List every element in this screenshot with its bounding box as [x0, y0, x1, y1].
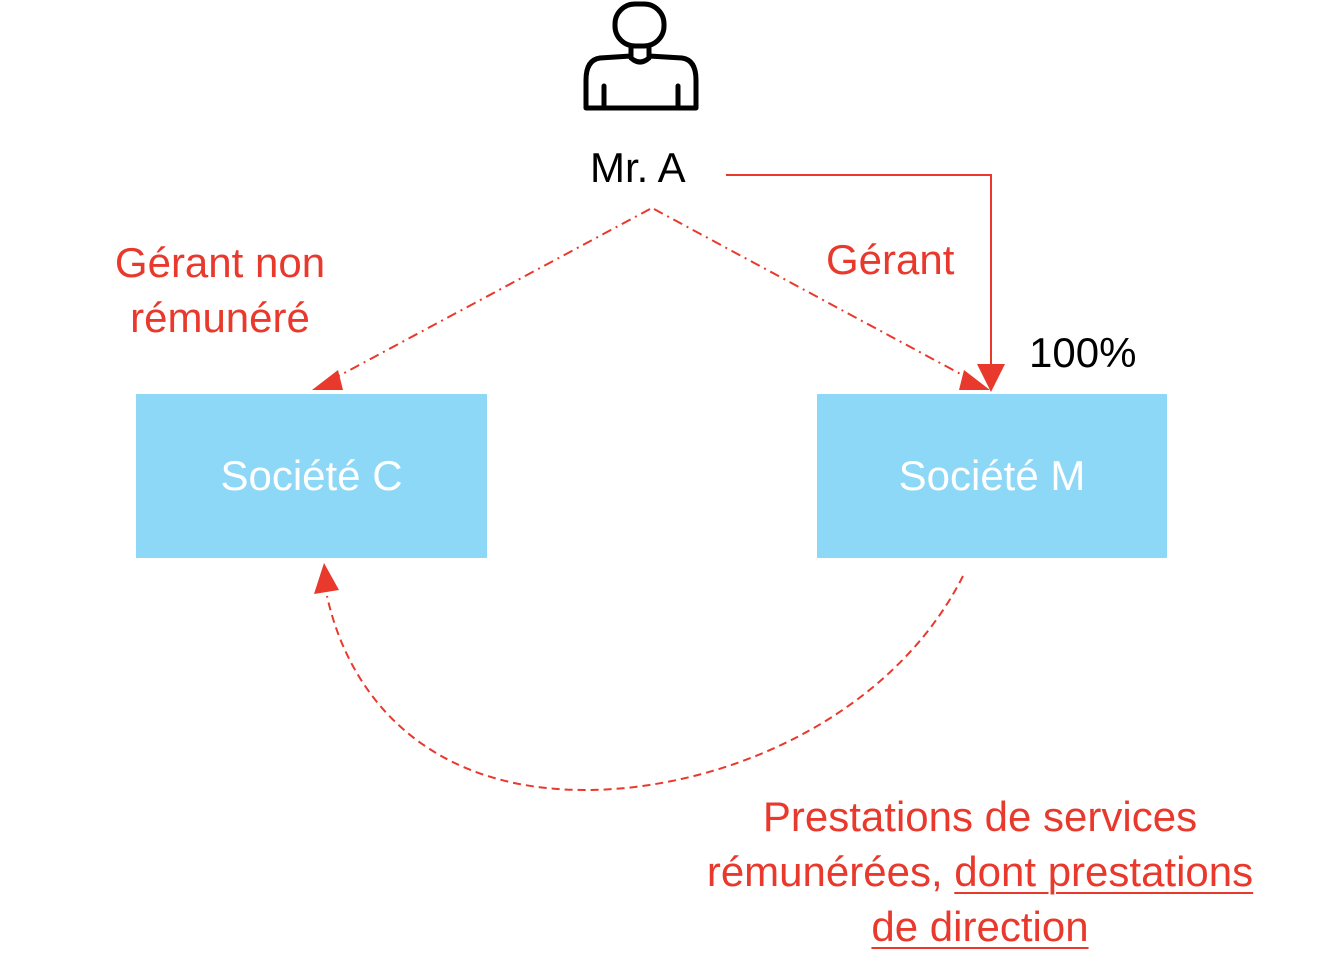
- manager-m-line: [653, 208, 969, 379]
- services-label: Prestations de services rémunérées, dont…: [670, 789, 1290, 954]
- services-label-line1: Prestations de services: [762, 793, 1198, 840]
- services-label-line2-underlined: dont prestations: [954, 848, 1254, 895]
- company-c-box: Société C: [136, 394, 487, 558]
- company-m-label: Société M: [898, 452, 1086, 499]
- manager-m-label: Gérant: [826, 236, 955, 283]
- services-label-line2: rémunérées, dont prestations: [670, 844, 1290, 899]
- manager-c-label: Gérant non rémunéré: [100, 235, 340, 345]
- manager-c-label-line1: Gérant non: [114, 239, 326, 286]
- manager-c-line: [334, 208, 651, 379]
- services-label-line2-plain: rémunérées,: [706, 848, 955, 895]
- services-label-line3: de direction: [670, 899, 1290, 954]
- ownership-percentage: 100%: [1029, 329, 1137, 376]
- manager-c-label-line2: rémunéré: [130, 294, 310, 341]
- services-arrowhead: [314, 563, 339, 594]
- services-curve: [326, 575, 964, 792]
- company-c-label: Société C: [220, 452, 403, 499]
- services-label-line3-underlined: de direction: [871, 903, 1089, 950]
- person-icon: [583, 1, 699, 111]
- company-m-box: Société M: [817, 394, 1167, 558]
- ownership-arrowhead: [977, 364, 1005, 392]
- manager-m-arrowhead: [959, 370, 990, 390]
- ownership-line: [726, 174, 992, 366]
- manager-c-arrowhead: [312, 370, 343, 390]
- person-label: Mr. A: [590, 144, 686, 191]
